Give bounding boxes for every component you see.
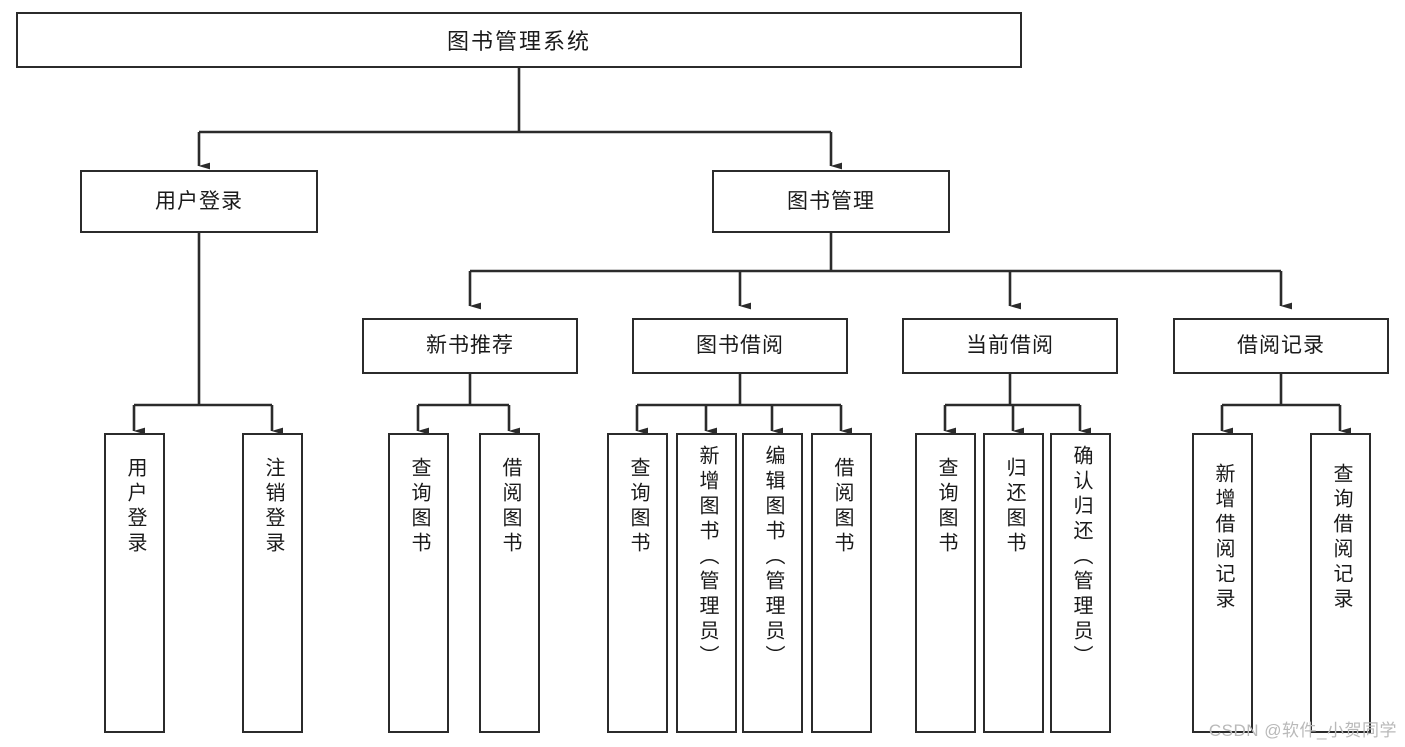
node-label: 确认归还（管理员） [1070,445,1092,670]
node-root[interactable]: 图书管理系统 [16,12,1022,68]
node-label: 注销登录 [262,457,284,557]
leaf-borrow-book[interactable]: 借阅图书 [811,433,872,733]
node-label: 查询图书 [935,457,957,557]
leaf-edit-book-admin[interactable]: 编辑图书（管理员） [742,433,803,733]
node-label: 查询借阅记录 [1330,463,1352,613]
node-label: 借阅记录 [1237,334,1325,358]
node-label: 借阅图书 [499,457,521,557]
leaf-logout[interactable]: 注销登录 [242,433,303,733]
node-label: 用户登录 [155,189,243,213]
node-book-borrow[interactable]: 图书借阅 [632,318,848,374]
node-label: 图书管理 [787,189,875,213]
node-current-borrow[interactable]: 当前借阅 [902,318,1118,374]
node-borrow-records[interactable]: 借阅记录 [1173,318,1389,374]
node-label: 查询图书 [408,457,430,557]
node-new-book-recommend[interactable]: 新书推荐 [362,318,578,374]
node-label: 查询图书 [627,457,649,557]
node-label: 新书推荐 [426,334,514,358]
leaf-return-book[interactable]: 归还图书 [983,433,1044,733]
node-label: 归还图书 [1003,457,1025,557]
node-label: 新增图书（管理员） [696,445,718,670]
node-label: 新增借阅记录 [1212,463,1234,613]
leaf-borrow-book-recommend[interactable]: 借阅图书 [479,433,540,733]
node-label: 图书借阅 [696,334,784,358]
node-label: 用户登录 [124,457,146,557]
node-label: 借阅图书 [831,457,853,557]
leaf-add-book-admin[interactable]: 新增图书（管理员） [676,433,737,733]
leaf-query-book-recommend[interactable]: 查询图书 [388,433,449,733]
node-user-login[interactable]: 用户登录 [80,170,318,233]
leaf-user-login[interactable]: 用户登录 [104,433,165,733]
node-label: 图书管理系统 [446,29,591,54]
node-label: 编辑图书（管理员） [762,445,784,670]
leaf-add-borrow-record[interactable]: 新增借阅记录 [1192,433,1253,733]
leaf-query-book-current[interactable]: 查询图书 [915,433,976,733]
leaf-confirm-return-admin[interactable]: 确认归还（管理员） [1050,433,1111,733]
node-book-management[interactable]: 图书管理 [712,170,950,233]
leaf-query-borrow-record[interactable]: 查询借阅记录 [1310,433,1371,733]
node-label: 当前借阅 [966,334,1054,358]
leaf-query-book-borrow[interactable]: 查询图书 [607,433,668,733]
watermark: CSDN @软件_小贺同学 [1208,721,1397,740]
